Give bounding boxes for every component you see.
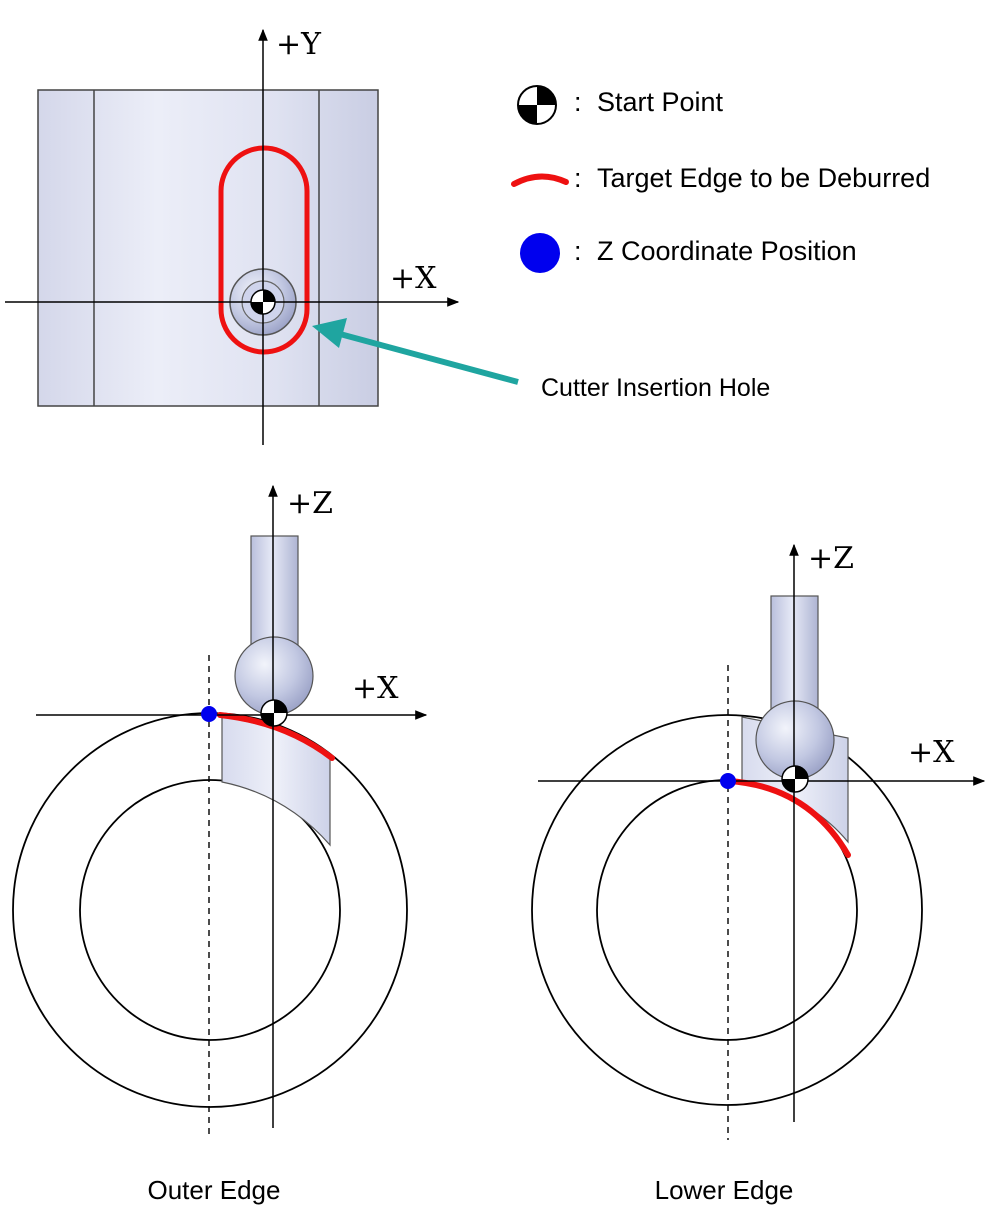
- z-position-legend-icon: [520, 233, 560, 273]
- outer-edge-caption: Outer Edge: [148, 1175, 281, 1205]
- outer-z-axis-label: +Z: [287, 486, 333, 521]
- part-body: [37, 89, 379, 407]
- legend: : Start Point : Target Edge to be Deburr…: [511, 85, 930, 273]
- lower-target-edge: [725, 778, 851, 858]
- lower-edge-caption: Lower Edge: [655, 1175, 794, 1205]
- outer-edge-view: +Z +X Outer Edge: [12, 484, 428, 1205]
- legend-target-edge: Target Edge to be Deburred: [597, 163, 930, 193]
- callout-arrow: [312, 318, 519, 385]
- x-axis-label: +X: [390, 261, 437, 296]
- y-axis-label: +Y: [276, 27, 322, 62]
- inner-ring: [79, 779, 341, 1041]
- start-point-legend-icon: [517, 85, 557, 125]
- lower-start-point-marker: [781, 765, 809, 793]
- outer-target-edge: [217, 712, 335, 761]
- outer-start-point-marker: [260, 699, 288, 727]
- outer-ring: [12, 712, 408, 1108]
- outer-x-axis-label: +X: [352, 671, 399, 706]
- legend-sep-3: :: [574, 236, 582, 266]
- cutter-insertion-hole-label: Cutter Insertion Hole: [541, 374, 770, 402]
- legend-start-point: Start Point: [597, 87, 724, 117]
- lower-edge-view: +Z +X Lower Edge: [531, 541, 986, 1205]
- outer-z-position-marker: [201, 706, 217, 722]
- slot-target-edge: [218, 145, 310, 355]
- legend-sep-2: :: [574, 163, 582, 193]
- lower-x-axis-label: +X: [908, 735, 955, 770]
- lower-z-position-marker: [720, 773, 736, 789]
- target-edge-legend-icon: [511, 173, 569, 187]
- start-point-marker: [250, 289, 276, 315]
- top-view: +Y +X Cutter Insertion Hole: [5, 27, 770, 445]
- legend-sep-1: :: [574, 87, 582, 117]
- slot-wall: [221, 716, 331, 847]
- lower-outer-ring: [531, 714, 923, 1106]
- lower-z-axis-label: +Z: [808, 541, 854, 576]
- legend-z-position: Z Coordinate Position: [597, 236, 857, 266]
